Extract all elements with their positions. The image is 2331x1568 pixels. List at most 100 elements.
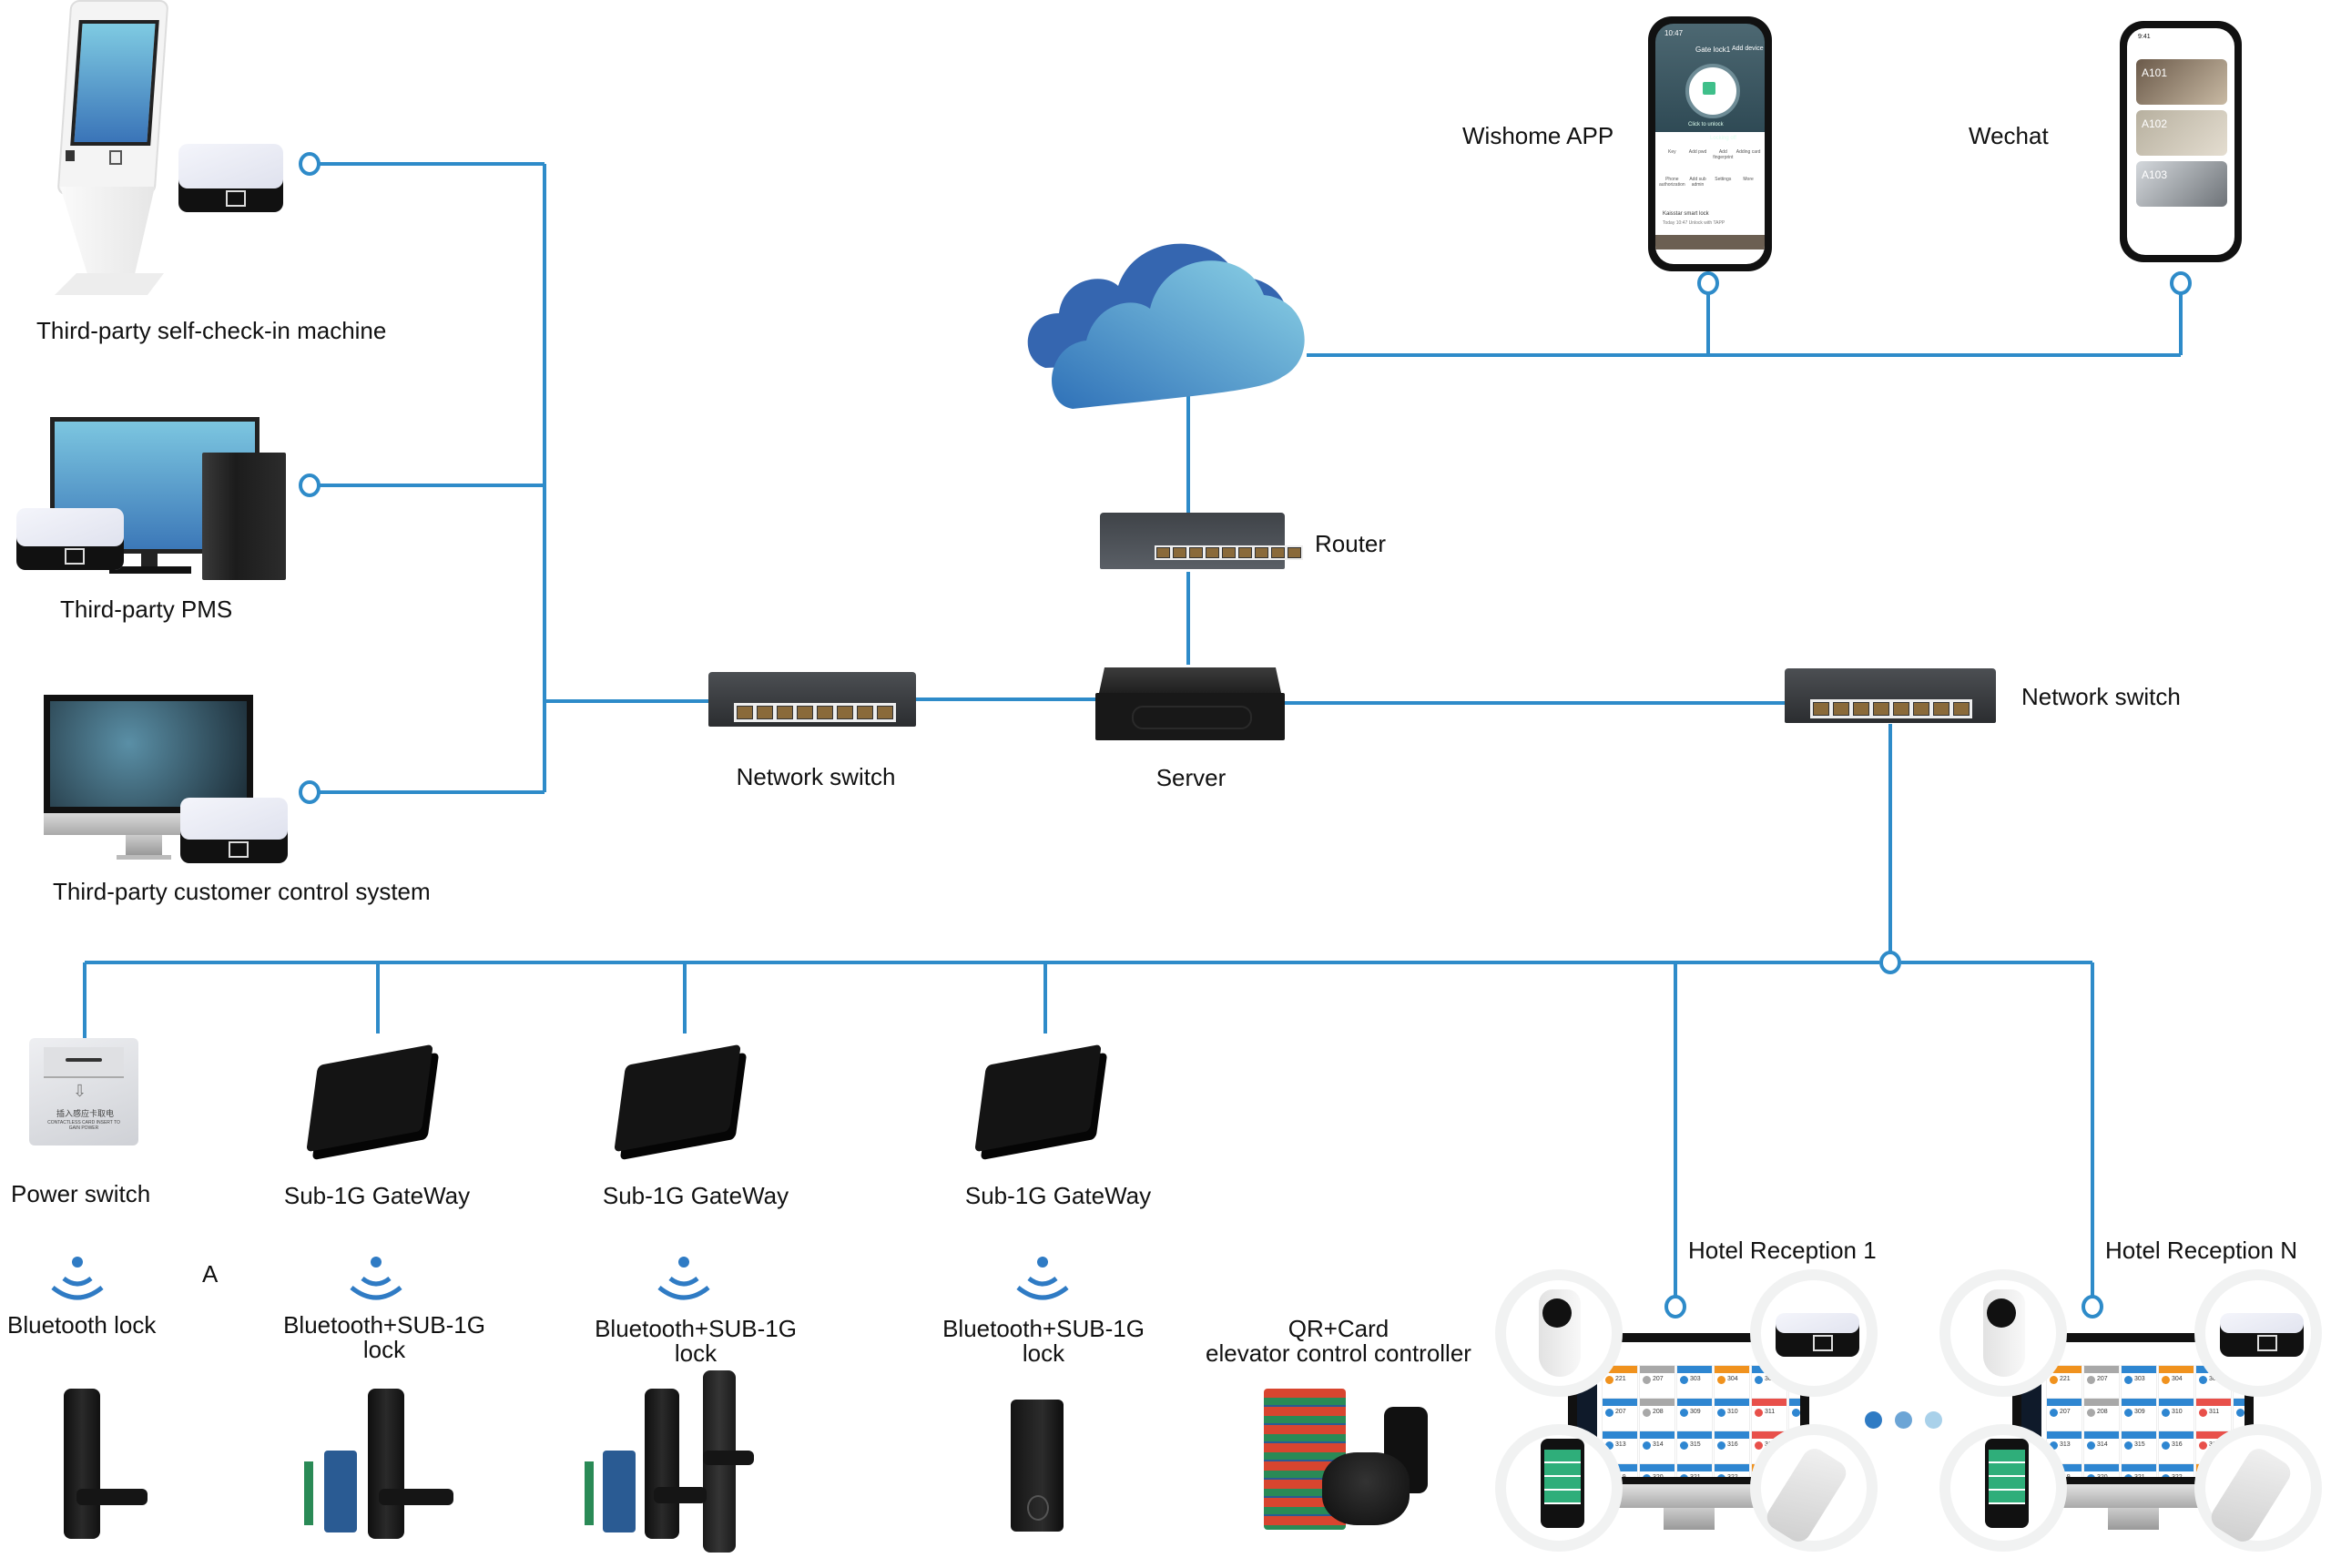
locking-status: Locking off [1710, 136, 1736, 141]
unlock-text: Click to unlock [1688, 122, 1724, 127]
room-tile: 304 [1715, 1366, 1749, 1400]
room-status-icon [1643, 1376, 1651, 1384]
room-number: 207 [1653, 1376, 1664, 1382]
room-status-icon [2236, 1409, 2244, 1417]
room-number: 314 [1653, 1441, 1664, 1448]
room-number: 313 [1615, 1441, 1626, 1448]
room-status-icon [1680, 1409, 1688, 1417]
bt-sub1g-lock-1-device [300, 1389, 464, 1553]
room-number: 309 [2134, 1409, 2145, 1415]
label-pms: Third-party PMS [60, 596, 233, 623]
room-number: 208 [2097, 1409, 2108, 1415]
room-status-icon [1717, 1474, 1725, 1477]
room-tile: 207 [1640, 1366, 1674, 1400]
room-status-icon [2162, 1441, 2170, 1450]
room-status-icon [2087, 1474, 2095, 1477]
cloud-icon [1027, 243, 1305, 409]
notice-text: Today 10:47 Unlock with TAPP [1663, 220, 1725, 226]
room-tile: 303 [1677, 1366, 1712, 1400]
room-tile: 310 [1715, 1399, 1749, 1433]
room-tile: 309 [1677, 1399, 1712, 1433]
room-number: 320 [2097, 1474, 2108, 1481]
room-tile: 322 [1715, 1464, 1749, 1481]
room-tile: 310 [2159, 1399, 2194, 1433]
room-tile: 321 [2122, 1464, 2156, 1477]
room-tile: 320 [1640, 1464, 1674, 1477]
label-self-check-in: Third-party self-check-in machine [36, 317, 387, 344]
room-tile: 312 [1789, 1399, 1800, 1433]
node-reception-1 [1664, 1295, 1686, 1319]
label-bt-sub1g-lock-2: Bluetooth+SUB-1G lock [595, 1315, 797, 1368]
room-tile: 312 [2234, 1399, 2244, 1433]
room-tile: 315 [1677, 1431, 1712, 1466]
room-number: 313 [2060, 1441, 2071, 1448]
qr-reader [1322, 1452, 1410, 1525]
server [1095, 667, 1285, 740]
room-number: 208 [1653, 1409, 1664, 1415]
node-bus-junction [1879, 951, 1901, 974]
room-tile: 321 [1677, 1464, 1712, 1477]
wireless-signal-icon [1016, 1257, 1069, 1300]
room-number: 221 [2060, 1376, 2071, 1382]
room-status-icon [2162, 1474, 2170, 1477]
bt-sub1g-keypad-lock-device [1011, 1400, 1064, 1532]
label-elevator-controller: QR+Card elevator control controller [1206, 1315, 1471, 1368]
label-customer-control: Third-party customer control system [53, 878, 431, 905]
label-reception-n: Hotel Reception N [2105, 1237, 2297, 1264]
room-number: 207 [1615, 1409, 1626, 1415]
room-card-a102: A102 [2136, 110, 2227, 156]
notice-title: Kaisstar smart lock [1663, 211, 1709, 217]
pager-dot-2[interactable] [1895, 1411, 1912, 1429]
room-status-icon [1680, 1474, 1688, 1477]
phone-add-device: Add device [1732, 46, 1764, 52]
room-tile: 311 [2196, 1399, 2231, 1433]
room-status-icon [1605, 1409, 1613, 1417]
grid-item: Adding card [1736, 149, 1761, 155]
room-tile: 221 [2047, 1366, 2082, 1400]
room-card-a101: A101 [2136, 59, 2227, 105]
pms-pc-tower [202, 453, 286, 580]
room-number: 316 [1727, 1441, 1738, 1448]
node-wishome [1697, 271, 1719, 295]
room-number: 311 [2209, 1409, 2220, 1415]
room-number: 304 [1727, 1376, 1738, 1382]
room-number: 207 [2060, 1409, 2071, 1415]
pager-dot-1[interactable] [1865, 1411, 1882, 1429]
room-status-icon [2124, 1474, 2133, 1477]
room-tile: 304 [2159, 1366, 2194, 1400]
room-number: 322 [1727, 1474, 1738, 1481]
grid-item: Add fingerprint [1713, 149, 1734, 160]
room-tile: 303 [2122, 1366, 2156, 1400]
room-tile: 207 [2047, 1399, 2082, 1433]
sub1g-module [324, 1451, 357, 1532]
pager-dot-3[interactable] [1925, 1411, 1942, 1429]
room-tile: 320 [2084, 1464, 2119, 1481]
kiosk-screen [70, 20, 159, 146]
label-wishome-app: Wishome APP [1462, 122, 1614, 149]
label-switch-left: Network switch [736, 763, 896, 790]
room-tile: 315 [2122, 1431, 2156, 1466]
bt-sub1g-lock-2-device [583, 1370, 783, 1553]
room-tile: 316 [2159, 1431, 2194, 1466]
label-router: Router [1315, 530, 1387, 557]
label-gateway-1: Sub-1G GateWay [283, 1182, 471, 1209]
grid-item: More [1743, 177, 1754, 182]
label-reception-1: Hotel Reception 1 [1688, 1237, 1877, 1264]
room-status-icon [1643, 1441, 1651, 1450]
room-status-icon [1717, 1409, 1725, 1417]
room-status-icon [2087, 1376, 2095, 1384]
card-encoder-1 [178, 144, 283, 212]
room-status-icon [1717, 1376, 1725, 1384]
room-status-icon [2199, 1409, 2207, 1417]
room-number: 221 [1615, 1376, 1626, 1382]
reception-1-cluster: 2212073033043053062072083093103113123133… [1486, 1260, 1887, 1568]
label-bt-sub1g-lock-1: Bluetooth+SUB-1G lock [283, 1311, 485, 1364]
room-status-icon [1680, 1441, 1688, 1450]
grid-item: Add pwd [1688, 149, 1707, 155]
pms-monitor-stand [141, 553, 158, 569]
stray-letter: A [202, 1260, 219, 1288]
elevator-controller-device [1264, 1389, 1437, 1534]
router [1100, 513, 1303, 569]
node-self-check-in [299, 152, 321, 176]
grid-item: Phone authorization [1659, 177, 1685, 188]
